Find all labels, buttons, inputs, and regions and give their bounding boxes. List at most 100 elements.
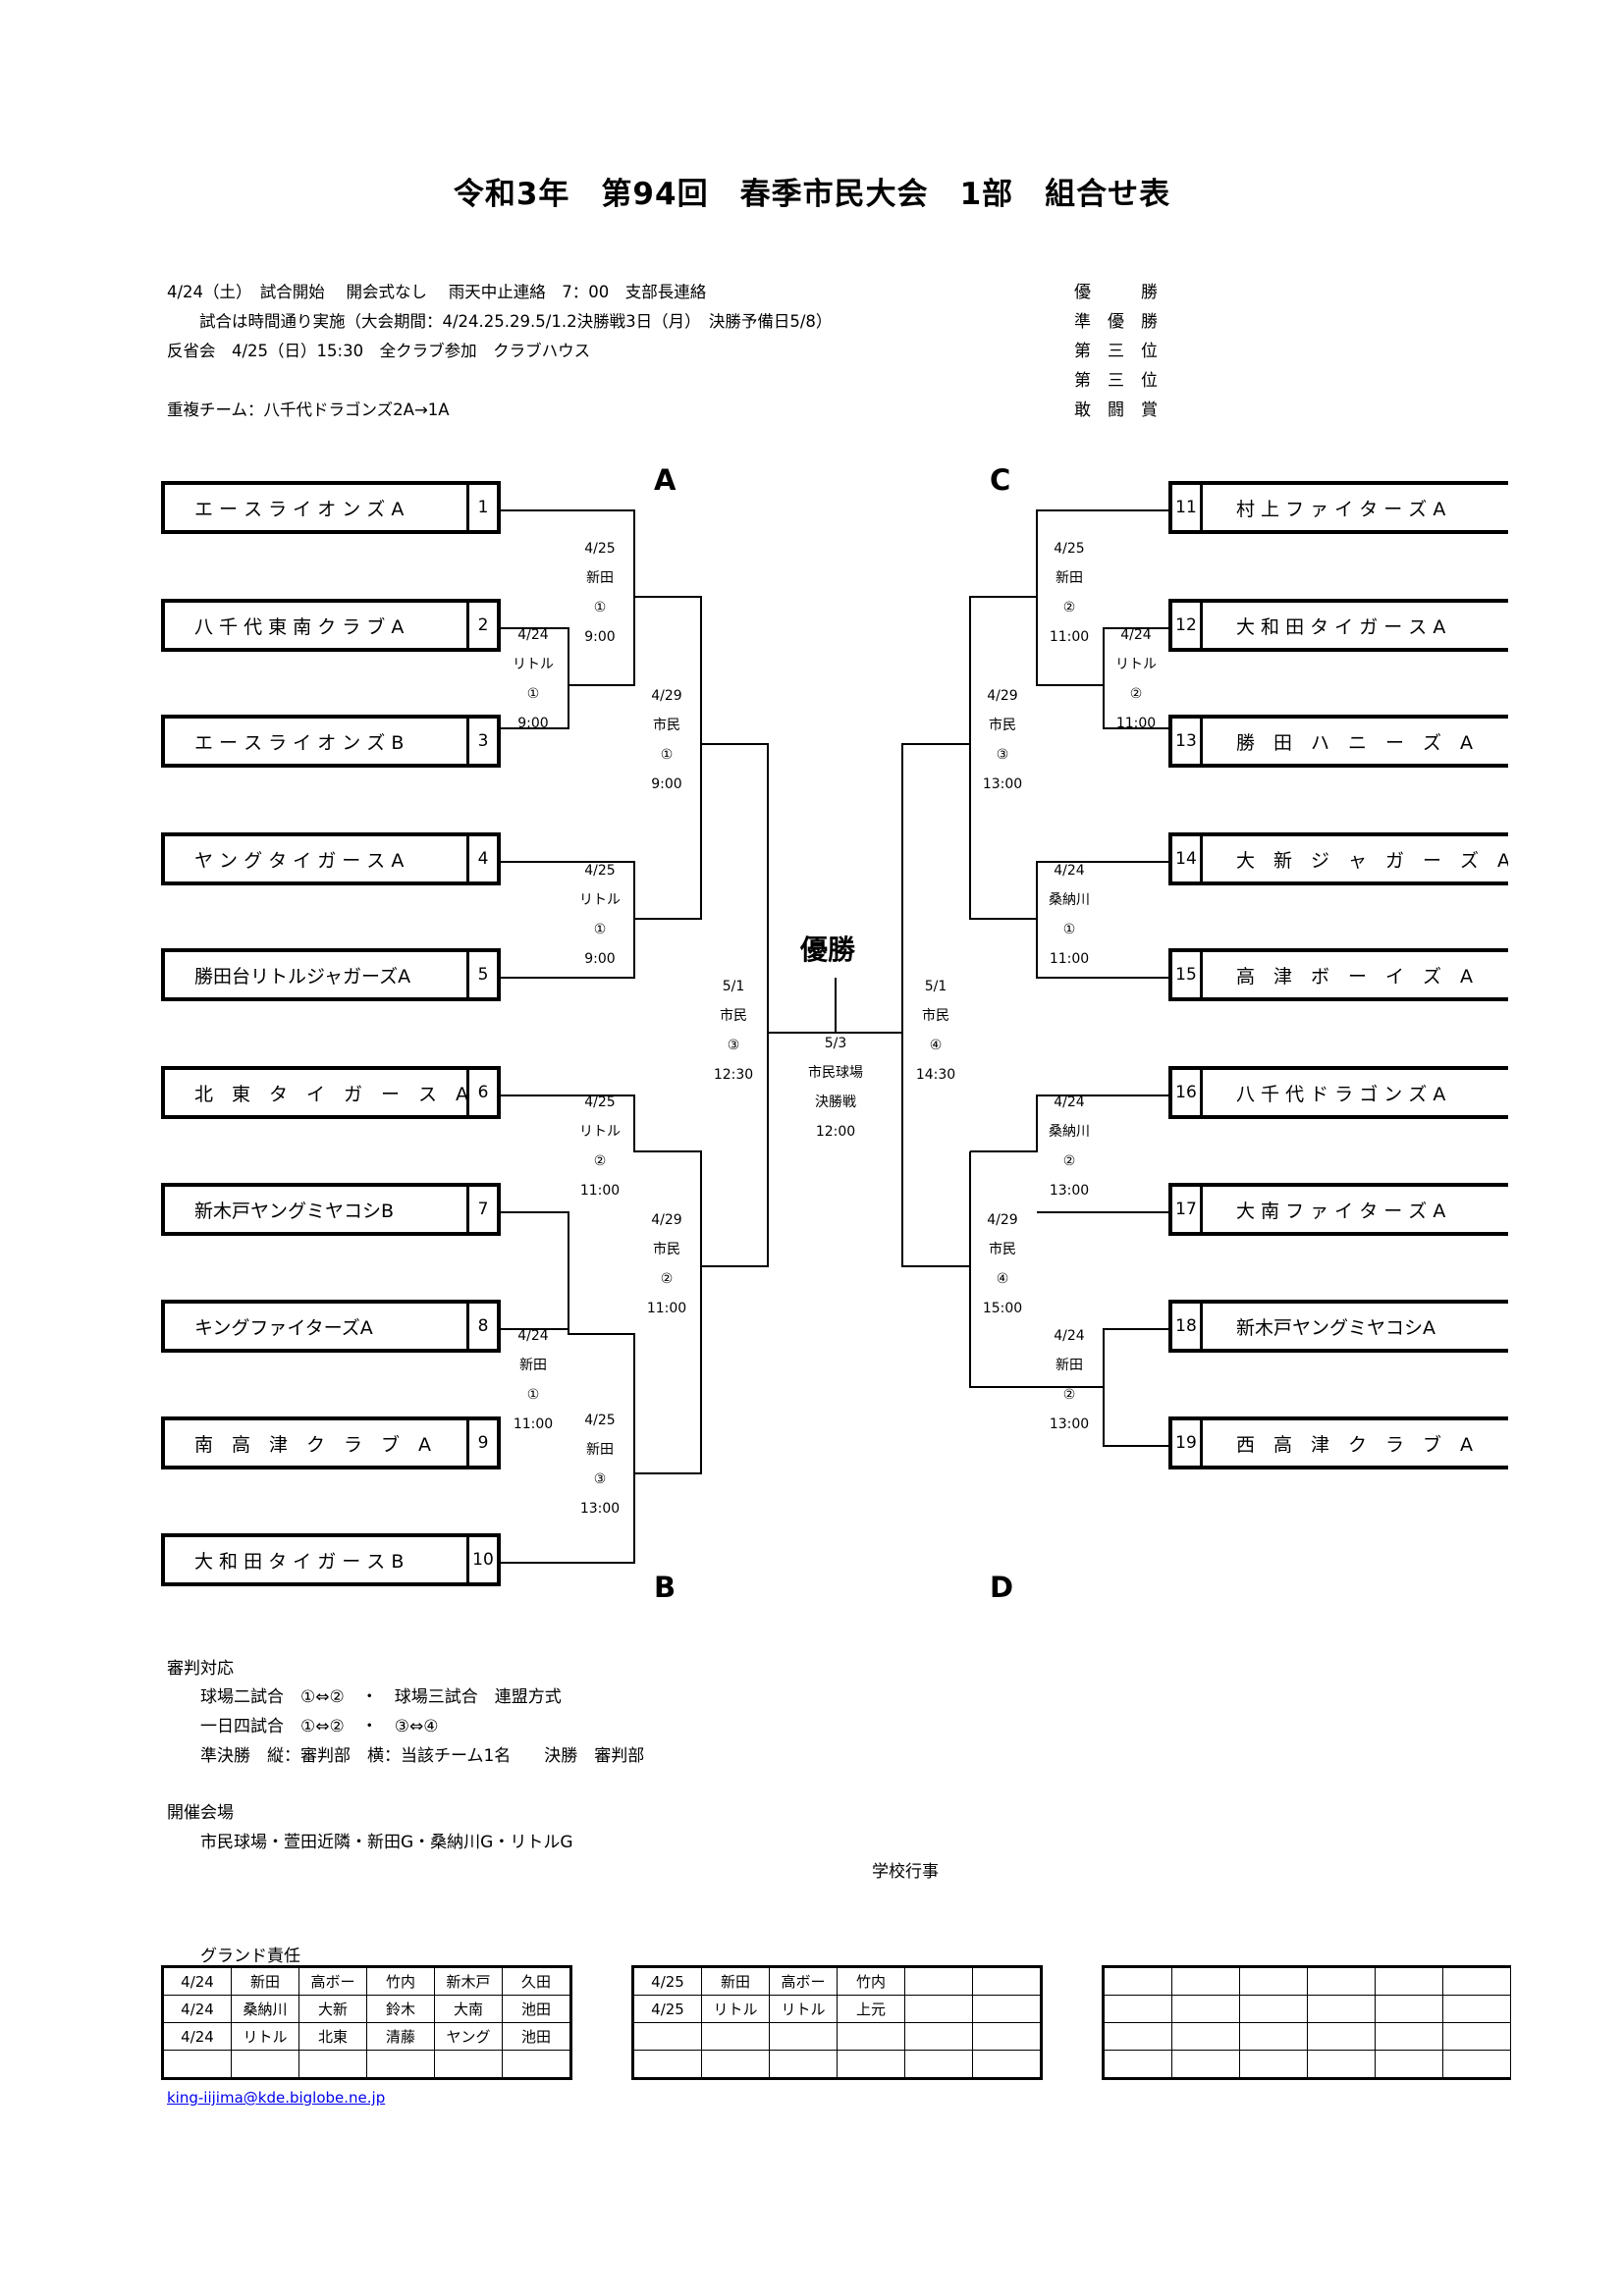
- team-name: エ ー ス ラ イ オ ン ズ A: [194, 498, 405, 520]
- duplicate-team-note: 重複チーム：八千代ドラゴンズ2A→1A: [167, 400, 450, 419]
- team-name: キングファイターズA: [194, 1316, 373, 1339]
- info-line-3: 反省会 4/25（日）15:30 全クラブ参加 クラブハウス: [167, 342, 591, 360]
- team-box-5: 勝田台リトルジャガーズA 5: [161, 948, 501, 1001]
- team-name: エ ー ス ラ イ オ ン ズ B: [194, 731, 405, 754]
- info-line-1: 4/24（土） 試合開始 開会式なし 雨天中止連絡 7：00 支部長連絡: [167, 283, 707, 301]
- team-name: 高 津 ボ ー イ ズ A: [1236, 965, 1473, 988]
- team-number: 18: [1172, 1304, 1203, 1349]
- team-name: 西 高 津 ク ラ ブ A: [1236, 1433, 1473, 1456]
- team-box-11: 11 村 上 フ ァ イ タ ー ズ A: [1168, 481, 1508, 534]
- venue-line: 市民球場・萱田近隣・新田G・桑納川G・リトルG: [167, 1833, 573, 1852]
- team-name: 勝 田 ハ ニ ー ズ A: [1236, 731, 1473, 754]
- team-number: 5: [466, 952, 497, 997]
- team-name: 村 上 フ ァ イ タ ー ズ A: [1236, 498, 1446, 520]
- team-number: 6: [466, 1070, 497, 1115]
- team-box-1: エ ー ス ラ イ オ ン ズ A 1: [161, 481, 501, 534]
- info-line-2: 試合は時間通り実施（大会期間：4/24.25.29.5/1.2決勝戦3日（月） …: [167, 312, 833, 331]
- team-number: 2: [466, 603, 497, 648]
- referee-line-1: 球場二試合 ①⇔② ・ 球場三試合 連盟方式: [167, 1687, 562, 1707]
- team-number: 4: [466, 836, 497, 881]
- table-row: [1103, 2050, 1511, 2079]
- referee-line-2: 一日四試合 ①⇔② ・ ③⇔④: [167, 1717, 439, 1736]
- team-number: 1: [466, 485, 497, 530]
- team-number: 7: [466, 1187, 497, 1232]
- team-number: 13: [1172, 719, 1203, 764]
- award-runner-up: 準 優 勝: [1074, 312, 1158, 332]
- group-label-a: A: [654, 463, 677, 497]
- team-number: 19: [1172, 1420, 1203, 1466]
- champion-label: 優勝: [800, 934, 856, 966]
- team-name: ヤ ン グ タ イ ガ ー ス A: [194, 849, 405, 872]
- team-box-2: 八 千 代 東 南 ク ラ ブ A 2: [161, 599, 501, 652]
- team-name: 新木戸ヤングミヤコシB: [194, 1200, 395, 1222]
- team-name: 勝田台リトルジャガーズA: [194, 965, 411, 988]
- team-box-7: 新木戸ヤングミヤコシB 7: [161, 1183, 501, 1236]
- team-name: 八 千 代 東 南 ク ラ ブ A: [194, 615, 405, 638]
- award-third-1: 第 三 位: [1074, 342, 1158, 361]
- referee-heading: 審判対応: [167, 1659, 234, 1679]
- team-number: 12: [1172, 603, 1203, 648]
- table-row: [162, 2050, 571, 2079]
- team-box-3: エ ー ス ラ イ オ ン ズ B 3: [161, 715, 501, 768]
- team-number: 3: [466, 719, 497, 764]
- team-box-19: 19 西 高 津 ク ラ ブ A: [1168, 1416, 1508, 1469]
- team-number: 8: [466, 1304, 497, 1349]
- team-box-9: 南 高 津 ク ラ ブ A 9: [161, 1416, 501, 1469]
- award-champion: 優 勝: [1074, 283, 1158, 302]
- team-name: 八 千 代 ド ラ ゴ ン ズ A: [1236, 1083, 1446, 1105]
- team-number: 14: [1172, 836, 1203, 881]
- team-box-8: キングファイターズA 8: [161, 1300, 501, 1353]
- team-name: 大 和 田 タ イ ガ ー ス B: [194, 1550, 405, 1573]
- ground-table-3: [1102, 1965, 1511, 2080]
- team-name: 大 南 フ ァ イ タ ー ズ A: [1236, 1200, 1446, 1222]
- table-row: [1103, 1966, 1511, 1996]
- email-link[interactable]: king-iijima@kde.biglobe.ne.jp: [167, 2089, 386, 2107]
- team-box-4: ヤ ン グ タ イ ガ ー ス A 4: [161, 832, 501, 885]
- ground-heading: グランド責任: [200, 1947, 300, 1966]
- page-title: 令和3年 第94回 春季市民大会 1部 組合せ表: [453, 177, 1171, 212]
- team-number: 11: [1172, 485, 1203, 530]
- team-name: 南 高 津 ク ラ ブ A: [194, 1433, 431, 1456]
- team-name: 大 和 田 タ イ ガ ー ス A: [1236, 615, 1446, 638]
- table-row: [632, 2022, 1042, 2051]
- team-number: 15: [1172, 952, 1203, 997]
- team-box-15: 15 高 津 ボ ー イ ズ A: [1168, 948, 1508, 1001]
- referee-line-3: 準決勝 縦：審判部 横：当該チーム1名 決勝 審判部: [167, 1746, 645, 1766]
- award-fighting-spirit: 敢 闘 賞: [1074, 400, 1158, 420]
- school-event-label: 学校行事: [872, 1862, 939, 1882]
- team-box-17: 17 大 南 フ ァ イ タ ー ズ A: [1168, 1183, 1508, 1236]
- team-box-14: 14 大 新 ジ ャ ガ ー ズ A: [1168, 832, 1508, 885]
- team-number: 16: [1172, 1070, 1203, 1115]
- team-name: 大 新 ジ ャ ガ ー ズ A: [1236, 849, 1508, 872]
- venue-heading: 開催会場: [167, 1803, 234, 1823]
- team-number: 9: [466, 1420, 497, 1466]
- team-number: 17: [1172, 1187, 1203, 1232]
- group-label-b: B: [654, 1571, 677, 1604]
- group-label-c: C: [990, 463, 1011, 497]
